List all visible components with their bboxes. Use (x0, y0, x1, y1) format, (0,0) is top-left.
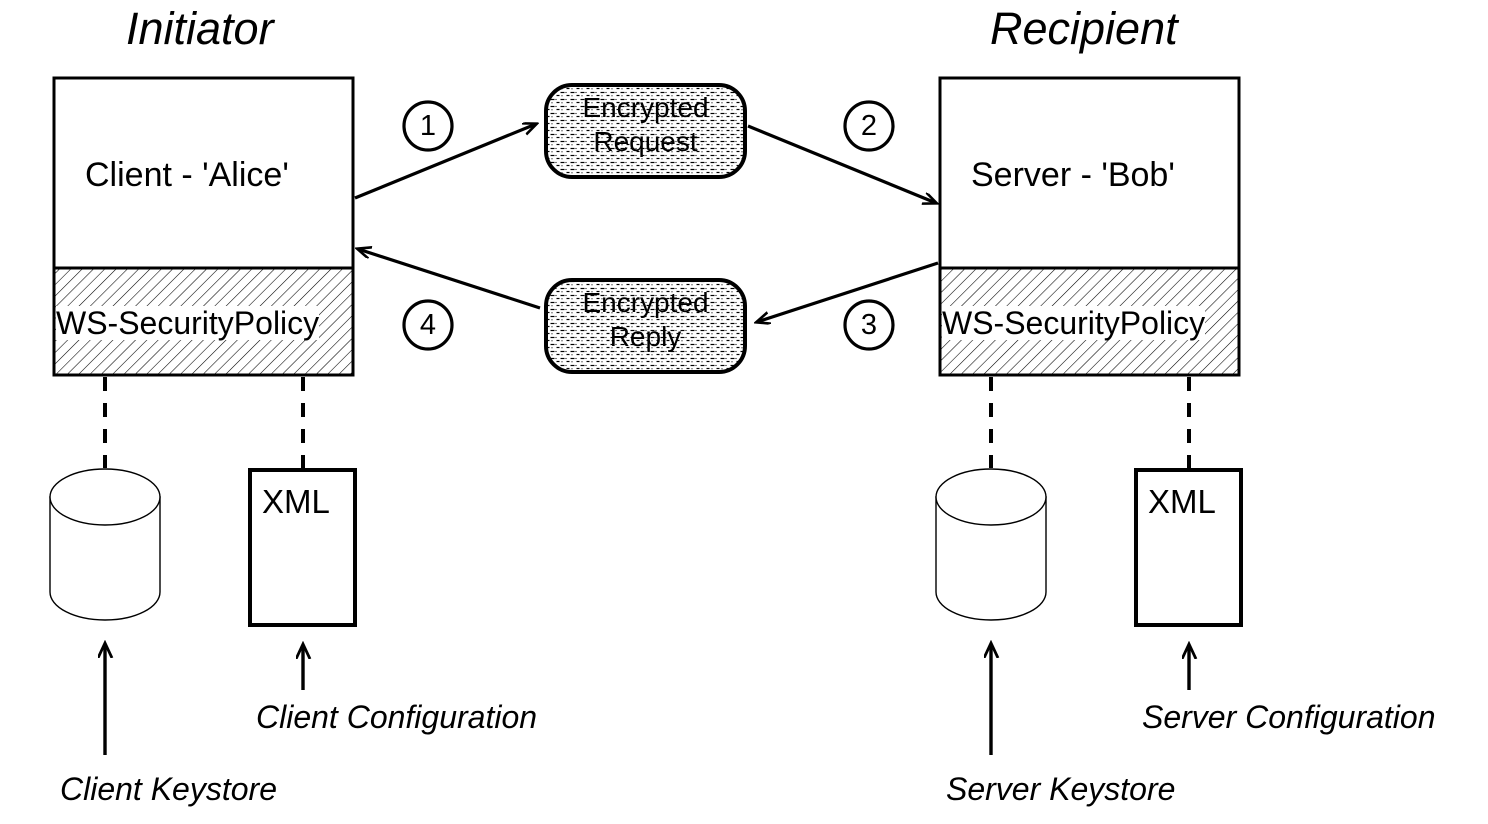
step-number-1: 1 (419, 110, 437, 142)
client-config-xml-box (248, 468, 357, 627)
client-node-label: Client - 'Alice' (85, 156, 289, 194)
step-number-3: 3 (860, 309, 878, 341)
client-dashed-connectors (103, 377, 305, 468)
page-title-initiator: Initiator (126, 3, 274, 54)
client-config-caption: Client Configuration (256, 699, 538, 735)
encrypted-request-shape (544, 83, 747, 179)
encrypted-request-label-line1: Encrypted (582, 92, 709, 123)
server-dashed-connectors (989, 377, 1191, 468)
page-title-recipient: Recipient (990, 3, 1178, 54)
server-keystore-cylinder (935, 468, 1047, 621)
client-keystore-cylinder (49, 468, 161, 621)
client-policy-label: WS-SecurityPolicy (56, 305, 320, 341)
step-number-4: 4 (419, 309, 437, 341)
server-config-caption: Server Configuration (1142, 699, 1436, 735)
encrypted-reply-label-line2: Reply (609, 321, 682, 352)
flow-arrows (355, 124, 938, 322)
server-policy-label: WS-SecurityPolicy (942, 305, 1206, 341)
encrypted-reply-label-line1: Encrypted (582, 287, 709, 318)
client-keystore-caption: Client Keystore (60, 771, 277, 807)
client-config-xml-label: XML (262, 483, 330, 520)
encrypted-reply-shape (544, 278, 747, 374)
step-circles (402, 100, 895, 351)
step-number-2: 2 (860, 110, 878, 142)
server-config-xml-label: XML (1148, 483, 1216, 520)
caption-arrows (105, 644, 1189, 755)
server-keystore-caption: Server Keystore (946, 771, 1176, 807)
encrypted-request-label-line2: Request (593, 126, 698, 157)
server-config-xml-box (1134, 468, 1243, 627)
server-node-label: Server - 'Bob' (971, 156, 1175, 194)
